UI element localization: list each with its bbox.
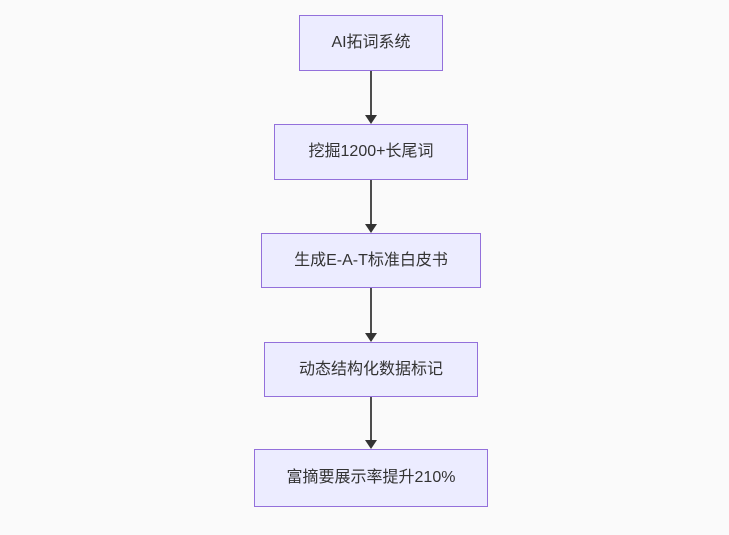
flow-node-label: AI拓词系统 <box>331 34 411 52</box>
flow-node-ai-keyword-system: AI拓词系统 <box>299 15 443 71</box>
arrow-down-icon <box>365 224 377 233</box>
flow-node-label: 挖掘1200+长尾词 <box>308 143 434 161</box>
flow-node-label: 富摘要展示率提升210% <box>286 469 456 487</box>
flow-edge-c-d <box>370 288 372 333</box>
flow-edge-a-b <box>370 71 372 115</box>
flow-edge-b-c <box>370 180 372 224</box>
flow-node-rich-snippet-result: 富摘要展示率提升210% <box>254 449 488 507</box>
arrow-down-icon <box>365 115 377 124</box>
flow-node-longtail-mining: 挖掘1200+长尾词 <box>274 124 468 180</box>
flow-edge-d-e <box>370 397 372 440</box>
flow-node-eat-whitepaper: 生成E-A-T标准白皮书 <box>261 233 481 288</box>
arrow-down-icon <box>365 333 377 342</box>
flow-node-structured-data-markup: 动态结构化数据标记 <box>264 342 478 397</box>
flow-node-label: 动态结构化数据标记 <box>298 360 443 378</box>
flow-node-label: 生成E-A-T标准白皮书 <box>294 251 448 269</box>
arrow-down-icon <box>365 440 377 449</box>
